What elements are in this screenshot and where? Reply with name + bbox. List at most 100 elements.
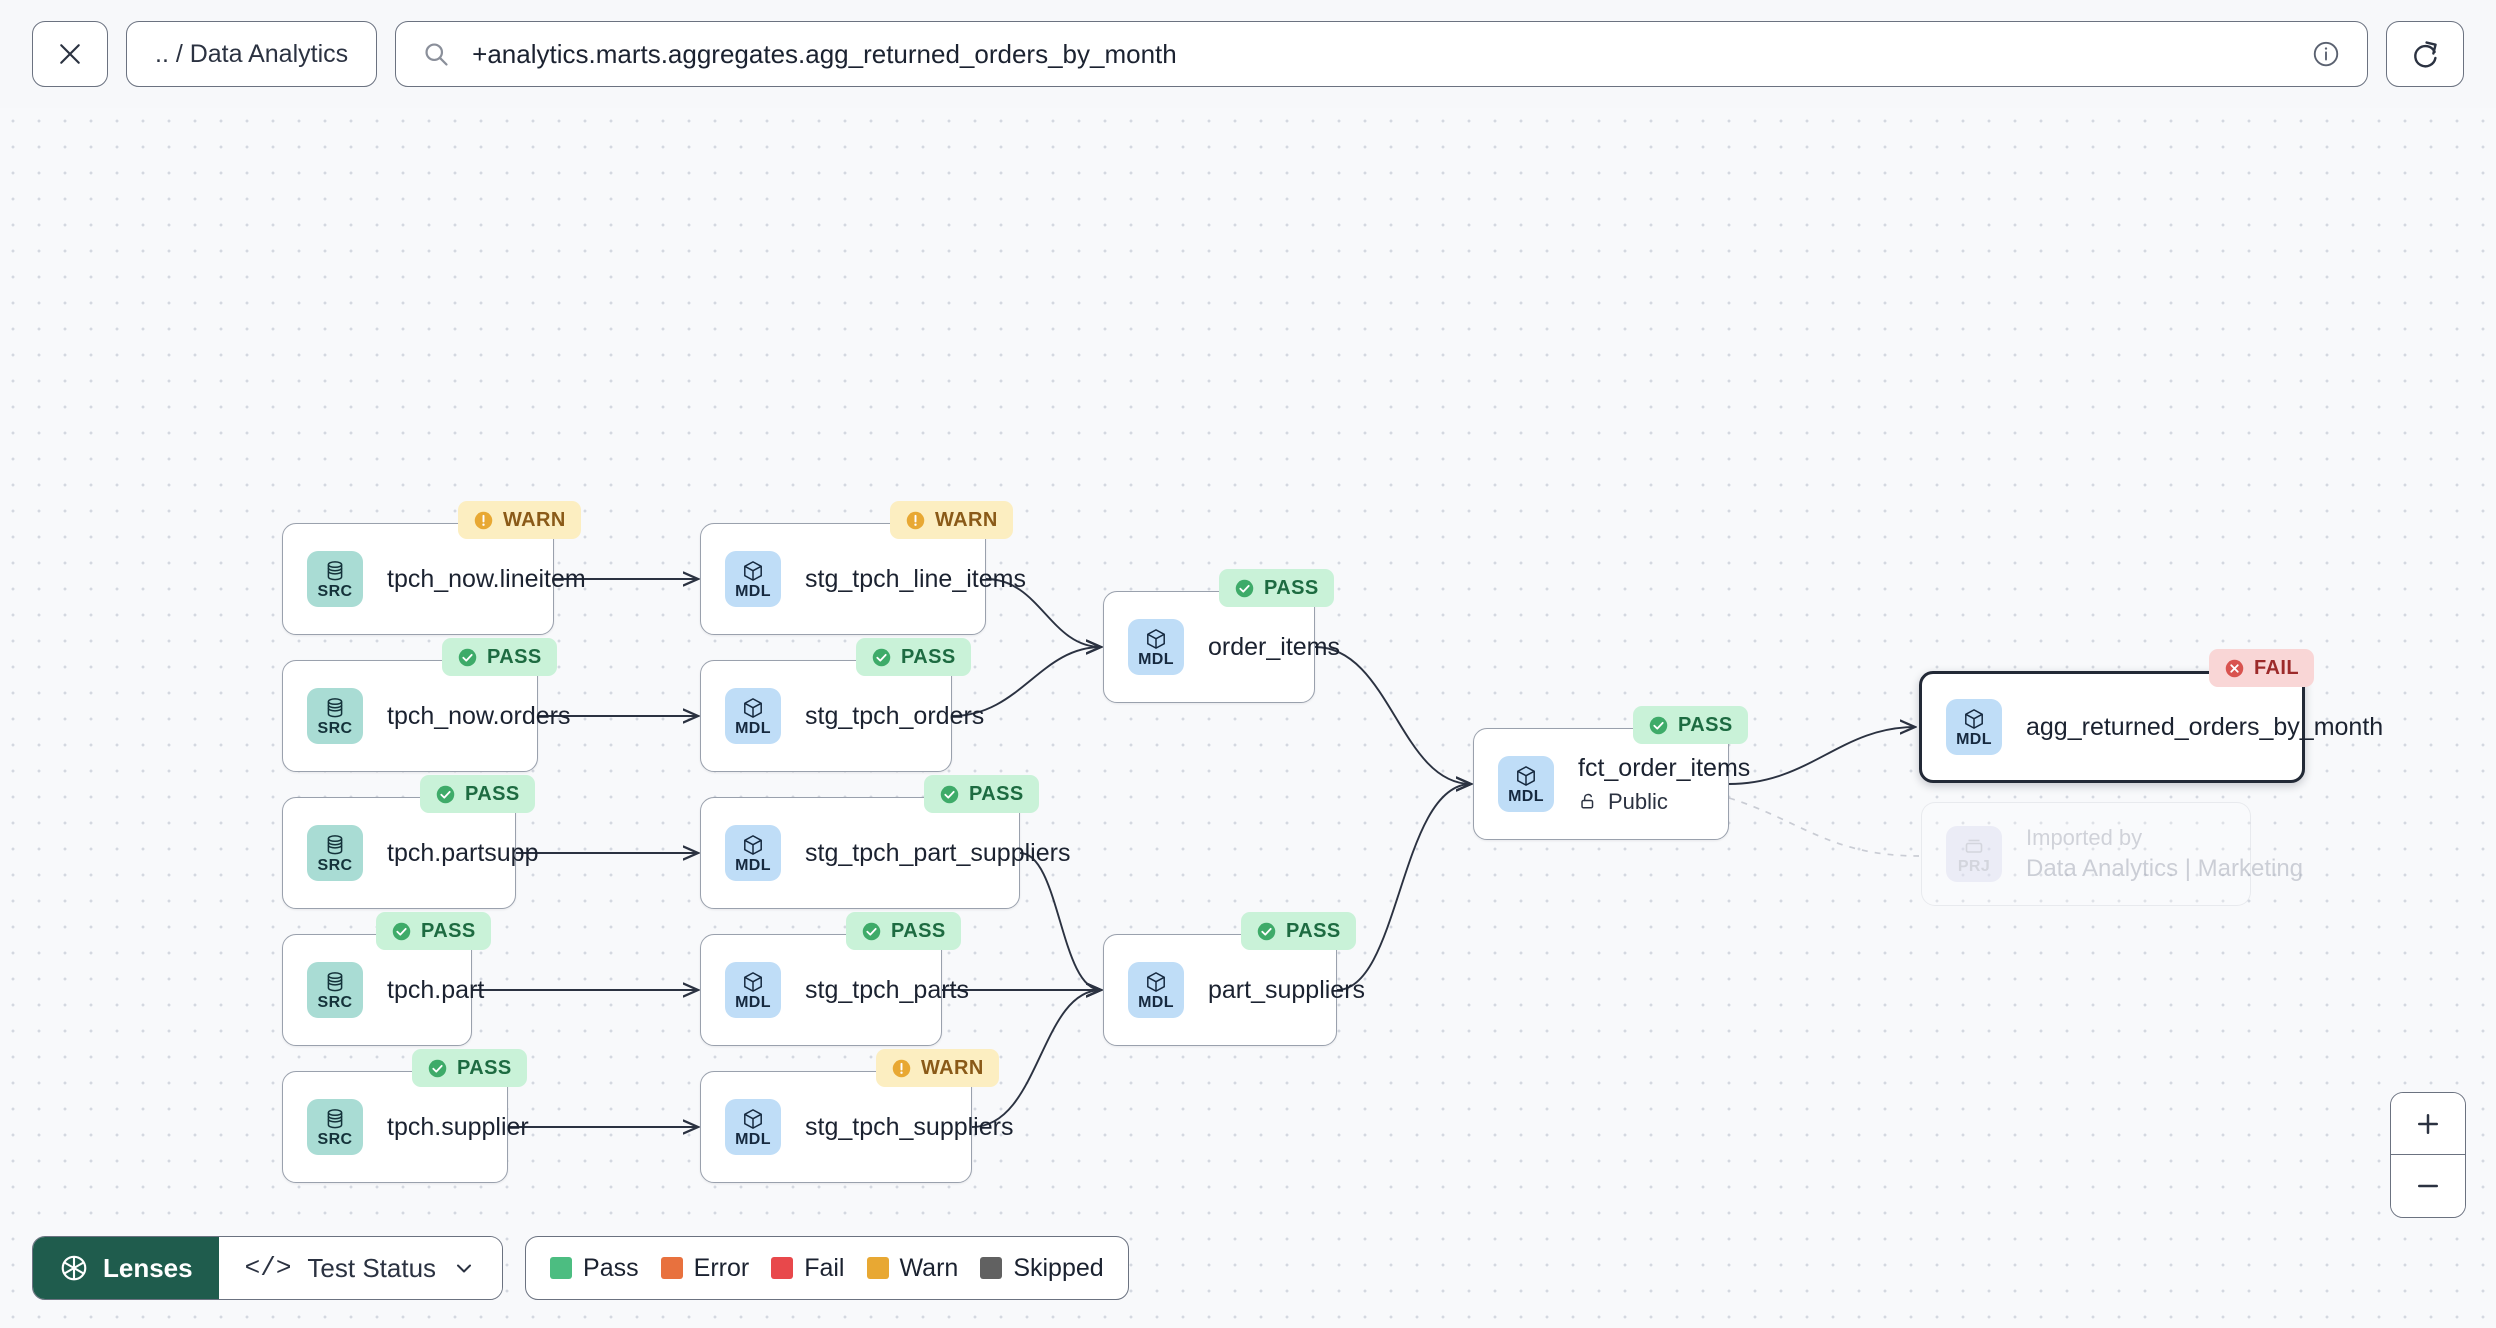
breadcrumb[interactable]: .. / Data Analytics <box>126 21 378 87</box>
cube-icon <box>744 1108 762 1129</box>
imported-by-card[interactable]: PRJ Imported by Data Analytics | Marketing <box>1921 802 2303 906</box>
zoom-controls <box>2390 1092 2466 1218</box>
status-badge-fail[interactable]: FAIL <box>2209 649 2314 687</box>
zoom-out-button[interactable] <box>2391 1155 2465 1217</box>
status-badge-pass[interactable]: PASS <box>856 638 971 676</box>
status-badge-pass[interactable]: PASS <box>412 1049 527 1087</box>
status-badge-label: PASS <box>1286 919 1341 942</box>
node-label: stg_tpch_suppliers <box>805 1112 1014 1141</box>
refresh-icon <box>2414 41 2437 68</box>
node-label: stg_tpch_parts <box>805 975 969 1004</box>
status-badge-warn[interactable]: WARN <box>876 1049 999 1087</box>
status-badge-pass[interactable]: PASS <box>376 912 491 950</box>
status-badge-warn[interactable]: WARN <box>890 501 1013 539</box>
node-kind-badge: MDL <box>725 962 781 1018</box>
search-input[interactable]: +analytics.marts.aggregates.agg_returned… <box>395 21 2368 87</box>
node-text: stg_tpch_orders <box>805 701 985 731</box>
legend-swatch <box>980 1257 1003 1279</box>
cube-icon <box>1147 628 1165 649</box>
zoom-in-button[interactable] <box>2391 1093 2465 1155</box>
status-badge-warn[interactable]: WARN <box>458 501 581 539</box>
test-status-dropdown[interactable]: </> Test Status <box>218 1237 503 1299</box>
cube-icon <box>1147 971 1165 992</box>
node-kind-badge: PRJ <box>1946 826 2002 882</box>
node-label: part_suppliers <box>1208 975 1366 1004</box>
check-circle-icon <box>862 922 881 940</box>
cube-icon <box>744 834 762 855</box>
status-badge-label: PASS <box>1678 713 1733 736</box>
node-label: tpch_now.lineitem <box>387 564 586 593</box>
search-value: +analytics.marts.aggregates.agg_returned… <box>472 38 1177 69</box>
ghost-edge <box>1728 797 1920 857</box>
node-text: tpch.part <box>387 976 484 1005</box>
legend-label: Error <box>693 1253 750 1282</box>
database-icon <box>327 560 343 580</box>
graph-node-stg_tpch_suppliers[interactable]: MDL stg_tpch_suppliers <box>700 1071 1014 1183</box>
check-circle-icon <box>458 648 477 666</box>
check-circle-icon <box>1257 922 1276 940</box>
status-badge-pass[interactable]: PASS <box>1219 569 1334 607</box>
node-kind-badge: SRC <box>307 551 363 607</box>
node-kind-badge: MDL <box>1946 699 2002 755</box>
cube-icon <box>1517 765 1535 786</box>
top-toolbar: .. / Data Analytics +analytics.marts.agg… <box>0 0 2496 108</box>
node-text: order_items <box>1208 633 1340 662</box>
status-badge-pass[interactable]: PASS <box>1633 706 1748 744</box>
database-icon <box>327 1108 343 1128</box>
node-kind-badge: SRC <box>307 1099 363 1155</box>
imported-by-value: Data Analytics | Marketing <box>2026 854 2304 882</box>
node-label: stg_tpch_orders <box>805 701 985 730</box>
imported-by-label: Imported by <box>2026 824 2143 850</box>
check-circle-icon <box>940 785 959 803</box>
error-circle-icon <box>2225 659 2244 677</box>
check-circle-icon <box>436 785 455 803</box>
status-badge-label: PASS <box>465 782 520 805</box>
status-badge-pass[interactable]: PASS <box>924 775 1039 813</box>
status-badge-pass[interactable]: PASS <box>846 912 961 950</box>
legend-swatch <box>660 1257 683 1279</box>
node-label: stg_tpch_line_items <box>805 564 1026 593</box>
graph-node-agg_returned_orders_by_month[interactable]: MDL agg_returned_orders_by_month <box>1919 671 2383 783</box>
status-badge-label: PASS <box>1264 576 1319 599</box>
close-button[interactable] <box>32 21 108 87</box>
node-text: stg_tpch_part_suppliers <box>805 839 1070 868</box>
status-badge-pass[interactable]: PASS <box>420 775 535 813</box>
legend-swatch <box>550 1257 573 1279</box>
legend-item-warn[interactable]: Warn <box>866 1254 958 1283</box>
node-kind-badge: MDL <box>725 1099 781 1155</box>
legend-item-pass[interactable]: Pass <box>550 1254 639 1283</box>
graph-node-stg_tpch_parts[interactable]: MDL stg_tpch_parts <box>700 934 969 1046</box>
node-kind-badge: MDL <box>1498 756 1554 812</box>
legend-swatch <box>771 1257 794 1279</box>
project-icon <box>1965 839 1983 853</box>
node-label: tpch.partsupp <box>387 838 539 867</box>
status-badge-pass[interactable]: PASS <box>442 638 557 676</box>
lenses-group: Lenses </> Test Status <box>32 1236 504 1300</box>
status-badge-pass[interactable]: PASS <box>1241 912 1356 950</box>
node-text: agg_returned_orders_by_month <box>2026 713 2383 742</box>
check-circle-icon <box>1649 716 1668 734</box>
legend-item-error[interactable]: Error <box>660 1253 750 1283</box>
info-circle-icon[interactable] <box>2311 39 2341 69</box>
legend-item-fail[interactable]: Fail <box>771 1254 845 1283</box>
check-circle-icon <box>392 922 411 940</box>
legend-item-skipped[interactable]: Skipped <box>980 1254 1104 1283</box>
refresh-button[interactable] <box>2386 21 2464 87</box>
status-badge-label: PASS <box>969 782 1024 805</box>
lenses-button[interactable]: Lenses <box>33 1237 219 1299</box>
legend-label: Pass <box>583 1253 639 1282</box>
aperture-icon <box>61 1255 87 1281</box>
status-badge-label: FAIL <box>2254 656 2299 679</box>
graph-node-tpch_now_lineitem[interactable]: SRC tpch_now.lineitem <box>282 523 586 635</box>
